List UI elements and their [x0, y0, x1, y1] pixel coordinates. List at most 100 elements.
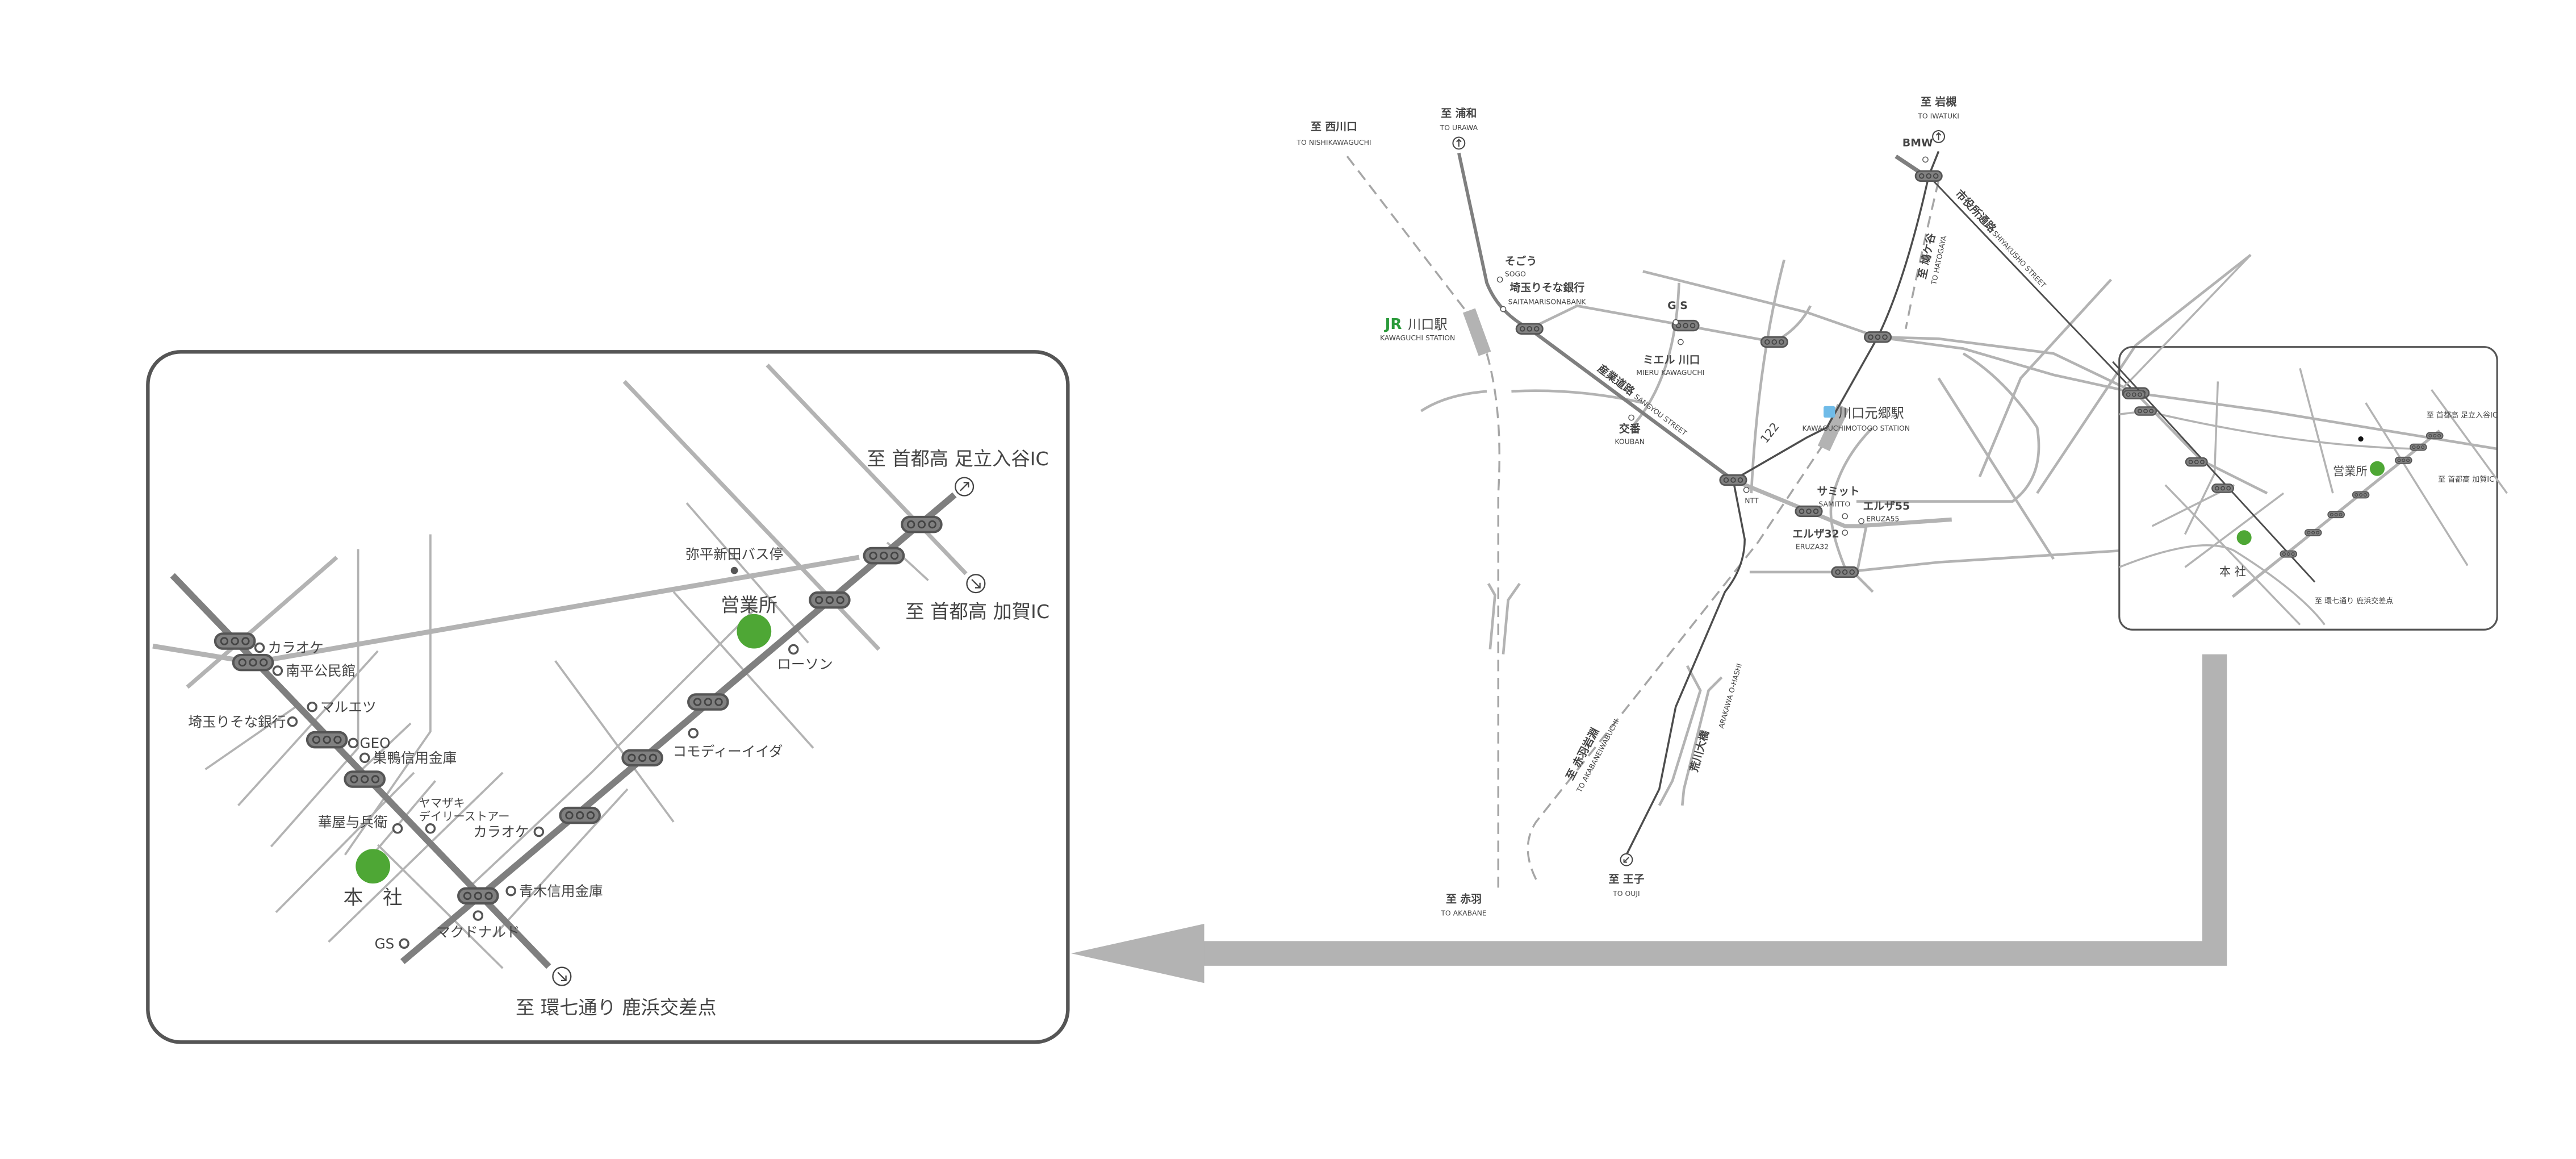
small-inset[interactable]: 営業所 本 社 至 首都高 足立入谷IC 至 首都高 加賀IC 至 環七通り 鹿…: [2112, 254, 2508, 631]
ouji-road: [1625, 480, 1746, 856]
mieru-jp: ミエル 川口: [1643, 355, 1700, 366]
resona-en: SAITAMARISONABANK: [1508, 297, 1587, 306]
small-office-label: 営業所: [2333, 464, 2368, 478]
traffic-signal-icon: [2426, 432, 2444, 440]
to-nishikawaguchi-en: TO NISHIKAWAGUCHI: [1296, 138, 1371, 147]
bmw-marker: [1922, 156, 1929, 163]
poi-maruetsu: マルエツ: [320, 699, 376, 715]
sogo-jp: そごう: [1505, 255, 1537, 268]
poi-marker: [788, 644, 799, 655]
down-right-arrow-icon: [552, 966, 572, 986]
traffic-signal-icon: [232, 653, 274, 672]
motogo-station-en: KAWAGUCHIMOTOGO STATION: [1802, 424, 1910, 432]
poi-marker: [392, 823, 403, 834]
up-right-arrow-icon: [955, 477, 975, 497]
poi-marker: [533, 826, 545, 837]
head-office-marker: [356, 849, 391, 884]
arakawa-bridge-jp: 荒川大橋: [1687, 728, 1712, 774]
ntt-label: NTT: [1745, 496, 1759, 505]
poi-commodi: コモディーイイダ: [673, 743, 783, 760]
arakawa-bridge-en: ARAKAWA O-HASHI: [1717, 662, 1743, 729]
traffic-signal-icon: [2409, 443, 2427, 451]
poi-aoki: 青木信用金庫: [519, 883, 603, 899]
small-office-dot: [2369, 461, 2385, 476]
traffic-signal-icon: [2211, 483, 2234, 493]
jr-station-en: KAWAGUCHI STATION: [1380, 333, 1455, 342]
shiyakusho-street-en: SHIYAKUSHO STREET: [1990, 229, 2048, 290]
to-akabane-jp: 至 赤羽: [1446, 893, 1482, 905]
resona-jp: 埼玉りそな銀行: [1510, 281, 1585, 294]
sogo-en: SOGO: [1505, 269, 1526, 278]
to-adachi-iriya-label: 至 首都高 足立入谷IC: [867, 448, 1048, 470]
poi-lawson: ローソン: [777, 656, 833, 673]
traffic-signal-icon: [2185, 457, 2208, 467]
traffic-signal-icon: [344, 770, 386, 788]
small-to-adachi-iriya: 至 首都高 足立入谷IC: [2427, 411, 2498, 420]
poi-marker: [472, 910, 484, 921]
eruza32-jp: エルザ32: [1792, 528, 1839, 540]
to-kannana-label: 至 環七通り 鹿浜交差点: [516, 997, 717, 1019]
traffic-signal-icon: [457, 887, 499, 905]
poi-marker: [425, 823, 436, 834]
traffic-signal-icon: [1719, 474, 1747, 486]
poi-yamazaki-line2: デイリーストアー: [419, 810, 510, 823]
poi-marker: [1678, 339, 1684, 345]
down-left-arrow-icon: [1620, 853, 1633, 866]
mieru-en: MIERU KAWAGUCHI: [1636, 368, 1704, 377]
traffic-signal-icon: [559, 806, 601, 824]
to-ouji-jp: 至 王子: [1608, 874, 1644, 886]
kouban-jp: 交番: [1619, 422, 1641, 435]
up-arrow-icon: [1932, 130, 1945, 143]
poi-mcdonalds: マクドナルド: [436, 924, 520, 940]
rail-nishikawaguchi: [1346, 156, 1501, 888]
poi-karaoke-1: カラオケ: [268, 640, 324, 656]
shiyakusho-street: [1928, 175, 2136, 394]
to-urawa-en: TO URAWA: [1440, 123, 1478, 132]
sangyou-street: [1528, 327, 1734, 482]
traffic-signal-icon: [1914, 170, 1943, 182]
poi-marker: [1743, 486, 1750, 493]
bmw-label: BMW: [1902, 137, 1933, 149]
to-urawa-jp: 至 浦和: [1441, 107, 1477, 120]
poi-resona: 埼玉りそな銀行: [188, 714, 286, 730]
poi-hanaya: 華屋与兵衛: [318, 814, 388, 830]
traffic-signal-icon: [901, 515, 943, 533]
traffic-signal-icon: [809, 591, 851, 609]
traffic-signal-icon: [687, 693, 729, 711]
traffic-signal-icon: [1515, 323, 1544, 335]
jr-logo: JR: [1384, 316, 1402, 333]
zoom-arrow: [1071, 654, 2227, 983]
poi-marker: [1842, 513, 1849, 519]
poi-marker: [399, 938, 409, 949]
eruza55-en: ERUZA55: [1866, 514, 1899, 523]
traffic-signal-icon: [1760, 336, 1788, 348]
poi-marker: [1496, 276, 1503, 283]
kouban-en: KOUBAN: [1615, 437, 1645, 445]
poi-sugamo: 巣鴨信用金庫: [373, 750, 457, 766]
traffic-signal-icon: [1671, 319, 1700, 332]
minor-roads: [1420, 253, 2498, 806]
jr-kawaguchi-station-platform: [1462, 308, 1491, 356]
small-head-office-dot: [2236, 530, 2252, 545]
samitto-jp: サミット: [1817, 486, 1860, 498]
poi-marker: [1842, 530, 1849, 536]
up-arrow-icon: [1452, 136, 1466, 150]
office-marker: [737, 614, 772, 649]
main-map: 至 西川口 TO NISHIKAWAGUCHI 至 浦和 TO URAWA 至 …: [1296, 95, 2498, 918]
small-to-kaga: 至 首都高 加賀IC: [2438, 475, 2494, 484]
to-ouji-en: TO OUJI: [1612, 889, 1640, 898]
samitto-en: SAMITTO: [1818, 499, 1850, 508]
poi-marker: [1628, 414, 1634, 421]
poi-marker: [688, 728, 699, 739]
traffic-signal-icon: [863, 547, 905, 565]
metro-logo-icon: [1824, 406, 1835, 418]
poi-marker: [359, 752, 370, 764]
to-nishikawaguchi-jp: 至 西川口: [1311, 121, 1357, 133]
route-122-label: 122: [1758, 420, 1782, 445]
traffic-signal-icon: [2134, 406, 2157, 416]
traffic-signal-icon: [2304, 529, 2322, 536]
shiyakusho-street-jp: 市役所通路: [1953, 187, 1999, 235]
traffic-signal-icon: [1864, 331, 1892, 343]
poi-geo: GEO: [360, 735, 391, 752]
